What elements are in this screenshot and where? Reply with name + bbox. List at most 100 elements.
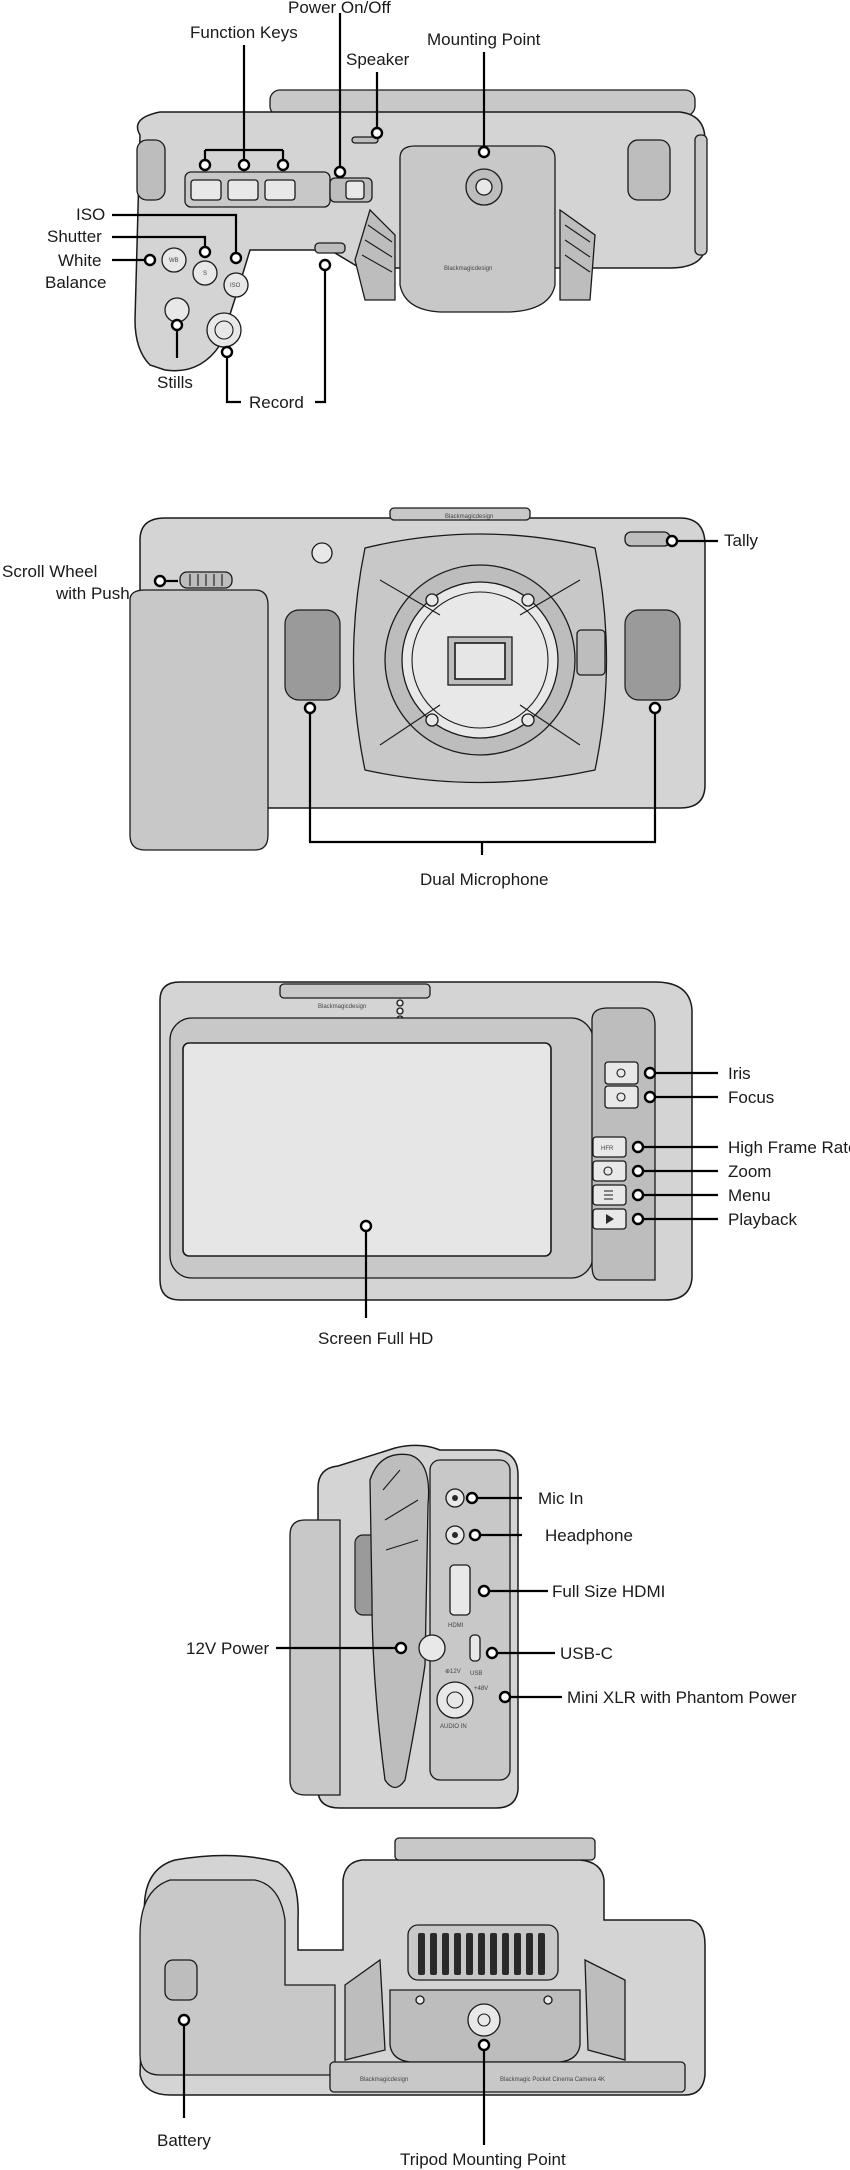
iso-leader [112,213,238,258]
zoom-marker [631,1164,645,1178]
playback-icon [606,1214,614,1224]
label-tripod-mounting-point: Tripod Mounting Point [400,2150,566,2169]
iris-icon [616,1068,626,1078]
label-dual-microphone: Dual Microphone [420,870,549,889]
hfr-button[interactable] [592,1136,627,1158]
menu-marker [631,1188,645,1202]
label-iris: Iris [728,1064,751,1083]
function-key-marker [276,158,290,172]
usbc-port[interactable] [469,1634,481,1662]
function-key-3[interactable] [264,179,296,201]
foot-right [584,1958,626,2061]
plate-screw [415,1995,425,2005]
lens-release[interactable] [576,629,606,676]
focus-icon [616,1092,626,1102]
white-balance-marker [143,253,157,267]
speaker-marker [370,126,384,140]
mini-xlr-port[interactable] [436,1681,474,1719]
mount-screw [425,713,439,727]
scroll-wheel-marker [153,574,167,588]
zoom-button[interactable] [592,1160,627,1182]
hdmi-port-text: HDMI [448,1623,464,1629]
label-mic-in: Mic In [538,1489,583,1508]
record-marker [220,345,234,359]
bottom-top-ridge [394,1837,596,1861]
stills-button[interactable] [164,297,190,323]
front-brand-text: Blackmagicdesign [445,514,493,520]
label-mounting-point: Mounting Point [427,30,541,49]
audio-in-text: AUDIO IN [440,1724,467,1730]
front-view: Blackmagicdesign Tally S [2,507,759,889]
label-zoom: Zoom [728,1162,771,1181]
focus-button[interactable] [604,1085,639,1109]
label-battery: Battery [157,2131,211,2150]
function-key-2[interactable] [227,179,259,201]
bottom-view: Blackmagic Pocket Cinema Camera 4K Black… [139,1837,706,2169]
label-playback: Playback [728,1210,797,1229]
usb-port-text: USB [470,1671,482,1677]
zoom-icon [603,1166,613,1176]
mounting-marker [477,145,491,159]
back-top-ridge [279,983,431,999]
model-label-strip [329,2061,686,2093]
battery-latch[interactable] [164,1959,198,2001]
wb-button[interactable] [161,247,187,273]
sensor-surface [454,642,506,680]
record-button-ring [214,320,234,340]
12v-port-text: ⊕12V [445,1669,461,1675]
top-view: Blackmagicdesign WB S ISO [45,0,708,412]
shutter-marker [198,245,212,259]
function-key-marker [198,158,212,172]
function-key-marker [237,158,251,172]
record-leader-right [315,265,327,404]
iris-button[interactable] [604,1061,639,1085]
vent-slats [418,1933,545,1975]
playback-marker [631,1212,645,1226]
function-key-1[interactable] [190,179,222,201]
brand-text: Blackmagicdesign [444,266,492,272]
label-screen-full-hd: Screen Full HD [318,1329,433,1348]
mount-wing-ridges [361,224,591,273]
tripod-socket [467,2003,501,2037]
port-door[interactable] [369,1453,430,1789]
foot-left [344,1958,386,2061]
screen-marker [359,1219,373,1233]
mount-screw [425,593,439,607]
label-with-push: with Push [55,584,130,603]
headphone-marker [468,1528,482,1542]
mic-grille-right [624,609,681,701]
power-switch-knob[interactable] [345,180,365,200]
tripod-socket-inner [477,2013,491,2027]
logo-dot [396,1007,404,1015]
tally-light [624,531,671,547]
logo-dot [396,999,404,1007]
label-shutter: Shutter [47,227,102,246]
dual-mic-leader [308,708,657,855]
mount-screw [521,593,535,607]
mount-struts [379,579,581,746]
side-grip [289,1519,341,1796]
battery-door[interactable] [139,1879,336,2076]
label-balance: Balance [45,273,106,292]
record-dial [314,242,346,254]
label-mini-xlr: Mini XLR with Phantom Power [567,1688,797,1707]
12v-power-port[interactable] [418,1634,446,1662]
front-top-ridge [389,507,531,521]
iso-button[interactable] [223,272,249,298]
label-menu: Menu [728,1186,771,1205]
record-button[interactable] [206,312,242,348]
mini-xlr-inner [446,1691,464,1709]
shutter-button[interactable] [192,260,218,286]
strap-lug-right [627,139,671,201]
label-usb-c: USB-C [560,1644,613,1663]
label-tally: Tally [724,531,759,550]
label-focus: Focus [728,1088,774,1107]
power-marker [333,165,347,179]
tally-marker [665,534,679,548]
shutter-button-text: S [203,271,207,277]
tripod-marker [477,2038,491,2052]
hdmi-port[interactable] [449,1564,471,1616]
mic-marker-left [303,701,317,715]
front-button[interactable] [311,542,333,564]
record-marker [318,258,332,272]
